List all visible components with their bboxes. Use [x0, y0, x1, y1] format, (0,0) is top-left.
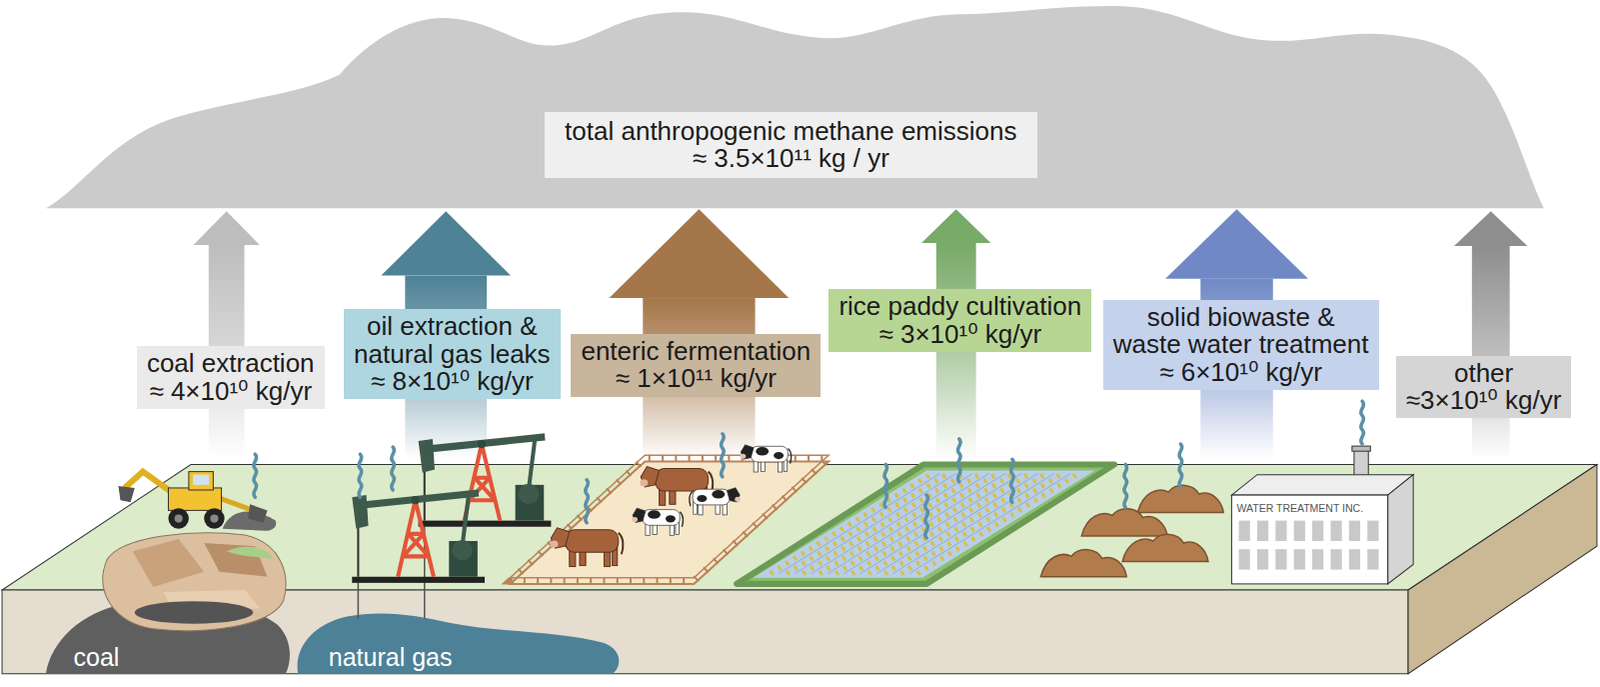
source-box: coal extraction ≈ 4×10¹⁰ kg/yr [136, 345, 325, 409]
loader-arm [219, 497, 254, 510]
compost-mound [1081, 508, 1168, 536]
gas-reservoir [297, 612, 620, 673]
cloud [45, 5, 1545, 208]
chimney-cap [1352, 445, 1371, 451]
pumpjacks [351, 436, 551, 583]
treatment-building [1231, 445, 1414, 584]
excavator-body [167, 487, 221, 510]
cab-window [192, 474, 209, 485]
total-emissions-box: total anthropogenic methane emissions ≈ … [544, 111, 1038, 179]
methane-wisp [720, 433, 724, 477]
methane-wisp [1010, 458, 1014, 502]
pumpjack [418, 436, 552, 527]
deposit-label-anchor: coal [73, 644, 120, 670]
source-box: rice paddy cultivation ≈ 3×10¹⁰ kg/yr [828, 288, 1092, 352]
deposit-label: natural gas [328, 644, 453, 670]
methane-wisp [358, 453, 362, 497]
backhoe-bucket [117, 485, 134, 502]
arrow-head [192, 210, 259, 245]
windows [1239, 520, 1380, 570]
ground-slab [1, 463, 1598, 673]
ground-side [1408, 463, 1598, 673]
methane-wisp [391, 446, 395, 490]
compost-mound [1137, 484, 1224, 512]
pit-facet [132, 538, 204, 587]
node-text: solid biowaste & waste water treatment ≈… [1113, 303, 1370, 386]
excavator-cab [188, 471, 214, 490]
methane-wisp [925, 494, 929, 538]
wheel [167, 507, 188, 528]
node-text: enteric fermentation ≈ 1×10¹¹ kg/yr [580, 337, 811, 393]
well-pipe [357, 582, 360, 619]
source-box: oil extraction & natural gas leaks ≈ 8×1… [343, 308, 561, 399]
arrow-shaft [1472, 245, 1511, 459]
methane-wisp [884, 463, 888, 507]
compost [1040, 484, 1224, 576]
methane-wisp [253, 453, 257, 497]
rice-rows [770, 473, 1079, 574]
deposit-label-anchor: natural gas [328, 644, 453, 670]
pit-grass [226, 546, 274, 560]
mine-pit [102, 532, 286, 631]
arrow-head [1165, 208, 1309, 278]
cow [689, 487, 741, 515]
hub [209, 513, 218, 522]
building-sign-anchor: WATER TREATMENT INC. [1237, 502, 1365, 514]
arrow-head [380, 210, 511, 275]
node-text: total anthropogenic methane emissions ≈ … [564, 117, 1018, 173]
arrow-head [1454, 210, 1529, 246]
building-roof [1231, 474, 1414, 495]
node-text: rice paddy cultivation ≈ 3×10¹⁰ kg/yr [838, 292, 1082, 348]
building-side [1388, 474, 1415, 584]
building-front [1231, 494, 1388, 584]
compost-mound [1122, 533, 1209, 561]
cow [631, 507, 683, 535]
deposit-label: coal [73, 644, 120, 670]
node-text: coal extraction ≈ 4×10¹⁰ kg/yr [146, 349, 315, 405]
arrow-head [609, 208, 790, 298]
pit-hole [134, 600, 253, 623]
methane-wisp [1124, 463, 1128, 507]
methane-wisp [585, 479, 589, 523]
node-text: oil extraction & natural gas leaks ≈ 8×1… [353, 312, 551, 395]
methane-wisps [253, 400, 1365, 538]
methane-wisp [957, 438, 961, 482]
node-text: other ≈3×10¹⁰ kg/yr [1406, 359, 1563, 415]
source-box: solid biowaste & waste water treatment ≈… [1103, 299, 1380, 390]
cow [549, 527, 623, 567]
arrow-head [921, 208, 991, 243]
paddy-water [753, 470, 1096, 578]
pumpjack [351, 492, 485, 583]
source-box: other ≈3×10¹⁰ kg/yr [1396, 355, 1573, 419]
ground-front [1, 589, 1409, 674]
emission-arrows [192, 208, 1528, 459]
building-sign: WATER TREATMENT INC. [1237, 502, 1365, 514]
scene [1, 5, 1598, 674]
cow [740, 444, 792, 472]
hub [174, 513, 183, 522]
methane-wisp [1179, 443, 1183, 487]
source-box: enteric fermentation ≈ 1×10¹¹ kg/yr [570, 333, 821, 397]
wheel [203, 507, 224, 528]
loader-bucket [247, 503, 267, 522]
coal-deposit [45, 532, 290, 674]
methane-wisp [1361, 400, 1365, 444]
compost-mound [1040, 549, 1127, 577]
